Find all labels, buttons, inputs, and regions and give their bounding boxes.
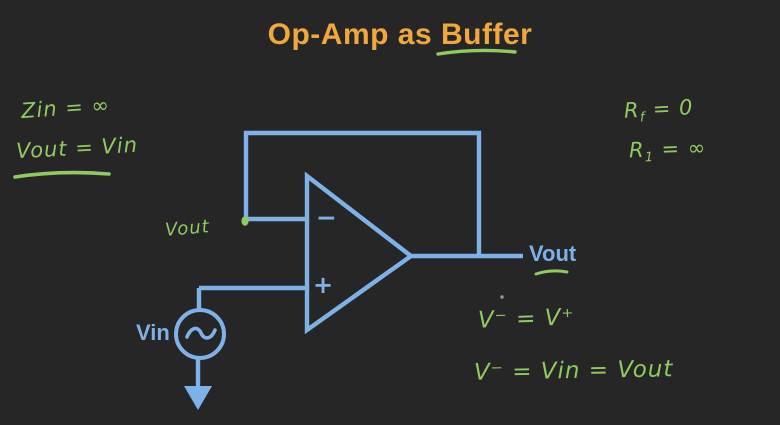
- page-title: Op-Amp as Buffer: [268, 18, 533, 52]
- opamp-triangle: [304, 171, 415, 335]
- feedback-wire: [243, 130, 482, 256]
- sine-wave-icon: [185, 326, 217, 340]
- equation-vout-chain: V⁻ = Vin = Vout: [473, 356, 674, 386]
- title-highlight: Buffer: [441, 18, 533, 51]
- note-rf-zero: Rf = 0: [623, 95, 694, 126]
- title-underline: [436, 48, 517, 56]
- down-arrow-icon: [184, 386, 212, 410]
- inverting-node-dot: [241, 216, 249, 226]
- equation-virtual-short: V⁻ = V⁺: [477, 304, 576, 334]
- title-prefix: Op-Amp as: [267, 18, 442, 51]
- stray-dot: [500, 295, 504, 299]
- opamp-plus-input: +: [313, 271, 334, 299]
- vout-label: Vout: [529, 241, 577, 266]
- note-r1-infinity: R1 = ∞: [628, 135, 707, 166]
- note-underline: [13, 170, 111, 179]
- opamp-minus-input: −: [316, 203, 337, 232]
- vout-underline: [534, 269, 569, 276]
- vin-label: Vin: [136, 320, 170, 345]
- inverting-node-label: Vout: [164, 216, 211, 241]
